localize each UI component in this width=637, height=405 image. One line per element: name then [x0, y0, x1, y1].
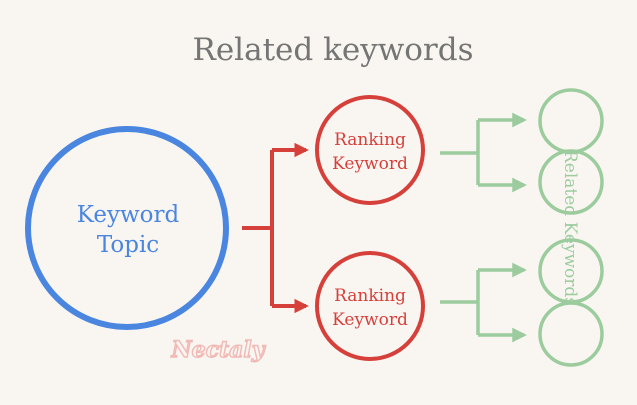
- ranking-keyword-2-line1: Ranking: [334, 286, 406, 306]
- keyword-topic-node: Keyword Topic: [25, 126, 229, 330]
- related-keyword-circle-2: [538, 149, 604, 215]
- nectaly-watermark: Nectaly: [170, 337, 266, 363]
- keyword-topic-circle: [25, 126, 229, 330]
- ranking-keyword-node-1: Ranking Keyword: [315, 95, 425, 205]
- diagram-title: Related keywords: [193, 32, 474, 68]
- ranking-keyword-circle-2: [315, 251, 425, 361]
- keyword-topic-line1: Keyword: [77, 202, 180, 228]
- ranking-keyword-1-line1: Ranking: [334, 130, 406, 150]
- related-keyword-circle-1: [538, 88, 604, 154]
- ranking-keyword-1-line2: Keyword: [332, 154, 408, 174]
- related-keyword-circle-4: [538, 301, 604, 367]
- ranking-to-related-connectors: [440, 112, 527, 343]
- keyword-topic-line2: Topic: [97, 232, 159, 258]
- topic-to-ranking-connector: [242, 142, 309, 314]
- related-keywords-label: Related Keywords: [560, 150, 580, 306]
- ranking-keyword-node-2: Ranking Keyword: [315, 251, 425, 361]
- related-keyword-nodes: [538, 88, 604, 367]
- ranking-keyword-circle-1: [315, 95, 425, 205]
- ranking-keyword-2-line2: Keyword: [332, 310, 408, 330]
